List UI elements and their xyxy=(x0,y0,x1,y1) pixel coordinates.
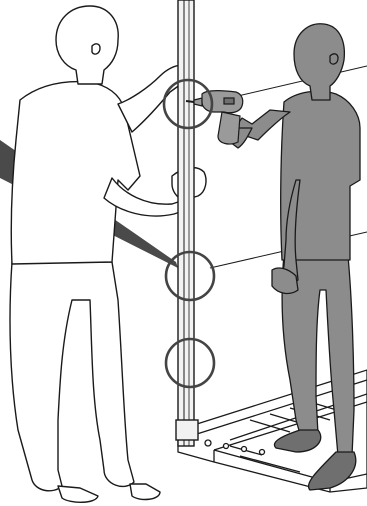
drill-icon xyxy=(194,91,243,144)
corner-post xyxy=(176,0,198,446)
screw-icon xyxy=(186,101,194,102)
